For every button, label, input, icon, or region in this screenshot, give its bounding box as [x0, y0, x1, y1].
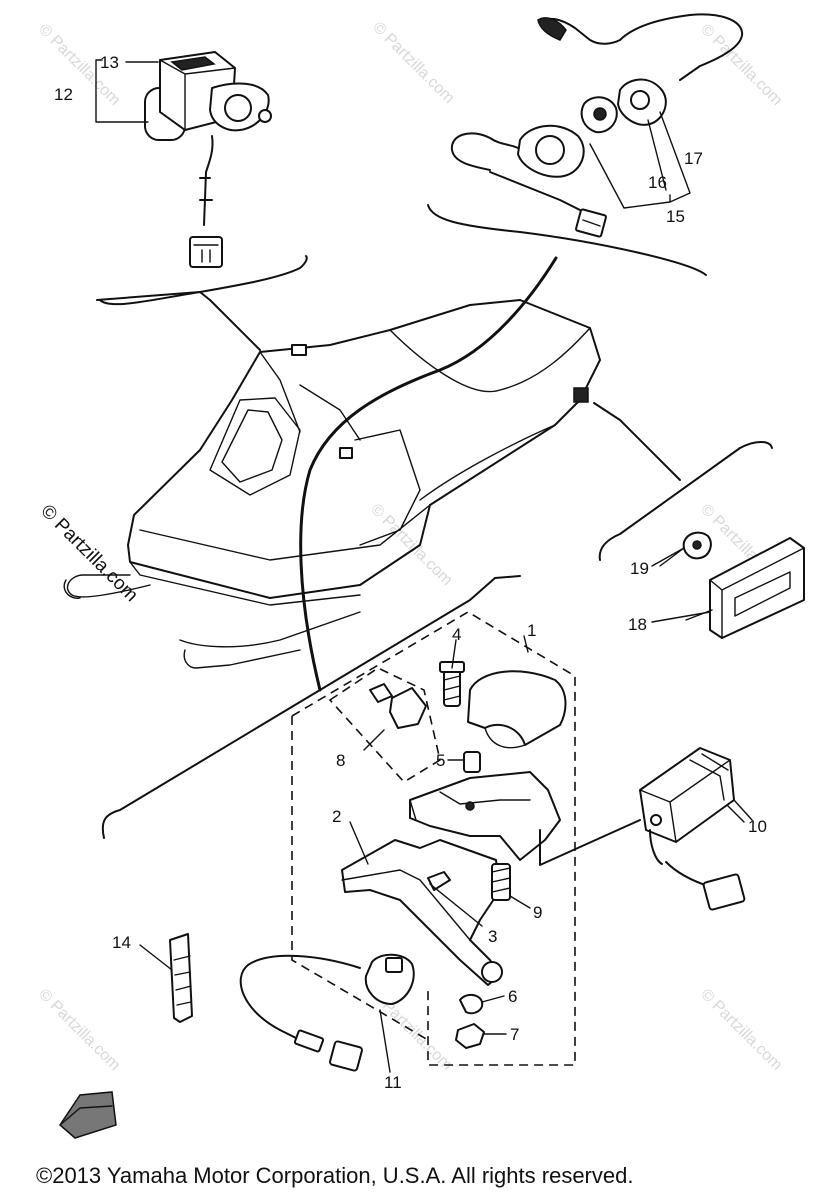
- watermark: © Partzilla.com: [697, 986, 785, 1074]
- relay-assembly: [95, 51, 308, 306]
- forward-arrow-icon: [59, 1091, 117, 1139]
- snowmobile-body: [63, 256, 773, 692]
- watermark: © Partzilla.com: [369, 19, 457, 107]
- callout-2: 2: [332, 807, 341, 826]
- callout-15: 15: [666, 207, 685, 226]
- callout-11: 11: [384, 1073, 402, 1092]
- watermark: © Partzilla.com: [35, 986, 123, 1074]
- callout-10: 10: [748, 817, 767, 836]
- callout-labels: 1 2 3 4 5 6 7 8 9 10 11 12 13 14 15 16 1…: [54, 53, 767, 1092]
- switch-assembly-10: [539, 747, 753, 911]
- callout-3: 3: [488, 927, 497, 946]
- watermarks: © Partzilla.com © Partzilla.com © Partzi…: [35, 19, 785, 1074]
- taillight-assembly: [659, 531, 805, 639]
- throttle-assembly: [101, 575, 576, 1072]
- callout-6: 6: [508, 987, 517, 1006]
- callout-4: 4: [452, 625, 461, 644]
- callout-1: 1: [527, 621, 536, 640]
- leader-lines: [125, 61, 745, 1073]
- callout-17: 17: [684, 149, 703, 168]
- copyright-notice: ©2013 Yamaha Motor Corporation, U.S.A. A…: [36, 1163, 634, 1188]
- callout-5: 5: [436, 751, 445, 770]
- callout-7: 7: [510, 1025, 519, 1044]
- callout-18: 18: [628, 615, 647, 634]
- callout-13: 13: [100, 53, 119, 72]
- callout-16: 16: [648, 173, 667, 192]
- callout-8: 8: [336, 751, 345, 770]
- callout-9: 9: [533, 903, 542, 922]
- callout-12: 12: [54, 85, 73, 104]
- main-switch-assembly: [427, 13, 744, 276]
- strap-part-14: [139, 933, 193, 1023]
- callout-14: 14: [112, 933, 131, 952]
- callout-19: 19: [630, 559, 649, 578]
